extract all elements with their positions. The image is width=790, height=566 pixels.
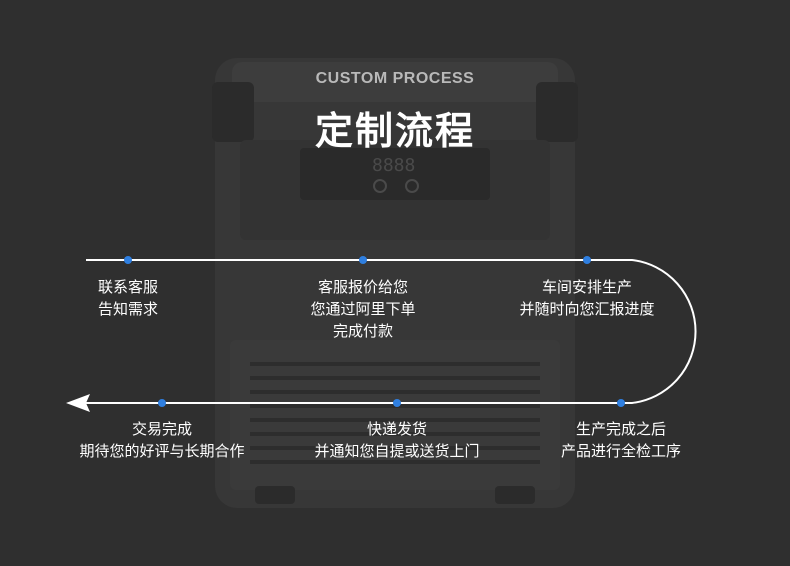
step-6-line-1: 交易完成 xyxy=(131,420,193,438)
step-dot-5 xyxy=(393,399,401,407)
section-subtitle: CUSTOM PROCESS xyxy=(315,70,475,87)
step-3-line-2: 并随时向您汇报进度 xyxy=(519,300,655,318)
step-4-line-2: 产品进行全检工序 xyxy=(560,442,682,460)
flow-line xyxy=(78,259,697,404)
step-dot-4 xyxy=(617,399,625,407)
step-5-label: 快递发货 并通知您自提或送货上门 xyxy=(314,418,479,462)
step-dot-6 xyxy=(158,399,166,407)
step-2-line-3: 完成付款 xyxy=(332,322,394,340)
step-1-line-2: 告知需求 xyxy=(97,300,159,318)
step-2-label: 客服报价给您 您通过阿里下单 完成付款 xyxy=(310,276,415,342)
step-dot-1 xyxy=(124,256,132,264)
step-5-line-2: 并通知您自提或送货上门 xyxy=(314,442,480,460)
step-3-label: 车间安排生产 并随时向您汇报进度 xyxy=(519,276,654,320)
step-dot-2 xyxy=(359,256,367,264)
arrow-left-icon xyxy=(66,394,90,412)
step-5-line-1: 快递发货 xyxy=(366,420,428,438)
section-title: 定制流程 xyxy=(314,109,475,153)
step-1-label: 联系客服 告知需求 xyxy=(98,276,158,320)
step-6-label: 交易完成 期待您的好评与长期合作 xyxy=(79,418,244,462)
step-2-line-1: 客服报价给您 xyxy=(317,278,409,296)
step-6-line-2: 期待您的好评与长期合作 xyxy=(79,442,245,460)
step-4-line-1: 生产完成之后 xyxy=(575,420,667,438)
step-1-line-1: 联系客服 xyxy=(97,278,159,296)
step-3-line-1: 车间安排生产 xyxy=(541,278,633,296)
step-2-line-2: 您通过阿里下单 xyxy=(310,300,416,318)
step-4-label: 生产完成之后 产品进行全检工序 xyxy=(561,418,681,462)
svg-text:8888: 8888 xyxy=(372,155,415,176)
step-dot-3 xyxy=(583,256,591,264)
